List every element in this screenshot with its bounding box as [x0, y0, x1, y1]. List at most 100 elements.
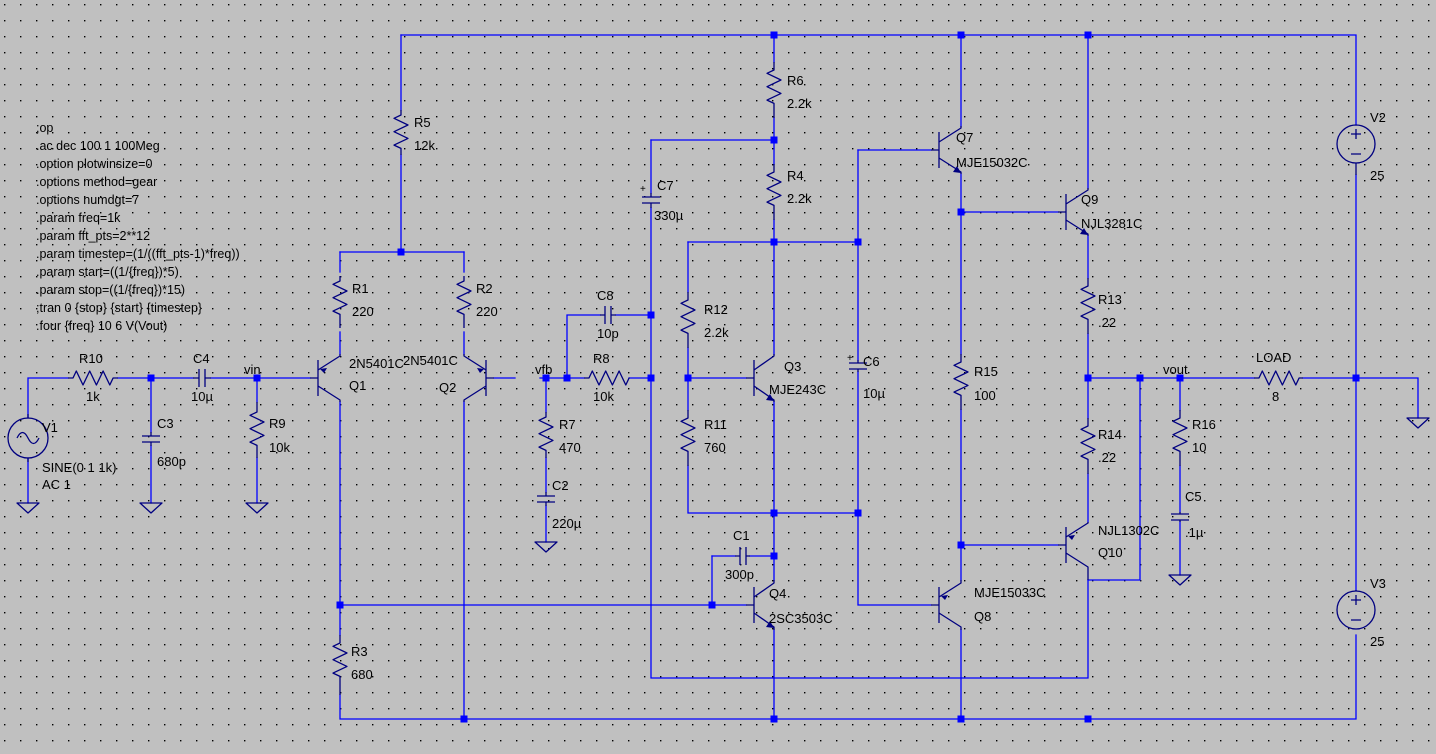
ground-icon	[1406, 417, 1430, 429]
q8-value: MJE15033C	[974, 585, 1046, 600]
component-labels: R5 12k R1 220 R2 220 R10 1k C4 10µ C3 68…	[42, 73, 1386, 682]
transistor-q9[interactable]	[1058, 188, 1089, 236]
r13-value: .22	[1098, 315, 1116, 330]
ground-icon	[1168, 574, 1192, 586]
transistor-q3[interactable]	[746, 354, 775, 402]
capacitor-c1[interactable]	[735, 547, 750, 565]
q2-value: 2N5401C	[403, 353, 458, 368]
load-value: 8	[1272, 389, 1279, 404]
resistor-r3[interactable]	[332, 635, 348, 695]
q1-ref: Q1	[349, 378, 366, 393]
capacitor-c7[interactable]: +	[640, 184, 660, 208]
resistor-load[interactable]	[1254, 370, 1303, 386]
directive-line: .param timestep=(1/((fft_pts-1)*freq))	[36, 247, 240, 261]
c6-ref: C6	[863, 354, 880, 369]
r6-value: 2.2k	[787, 96, 812, 111]
c3-ref: C3	[157, 416, 174, 431]
r4-ref: R4	[787, 168, 804, 183]
c8-ref: C8	[597, 288, 614, 303]
resistor-r1[interactable]	[332, 276, 348, 328]
voltage-source-v3[interactable]	[1336, 590, 1376, 630]
resistor-r12[interactable]	[680, 292, 696, 348]
c7-ref: C7	[657, 178, 674, 193]
resistor-r11[interactable]	[680, 410, 696, 466]
directive-line: .param fft_pts=2**12	[36, 229, 150, 243]
r13-ref: R13	[1098, 292, 1122, 307]
transistors[interactable]	[310, 126, 1089, 630]
net-label-vin: vin	[244, 362, 261, 377]
svg-text:+: +	[640, 184, 646, 195]
resistor-r5[interactable]	[393, 110, 409, 155]
capacitor-c5[interactable]	[1171, 512, 1189, 522]
voltage-source-v1[interactable]	[7, 414, 49, 462]
q2-ref: Q2	[439, 380, 456, 395]
r9-value: 10k	[269, 440, 290, 455]
q9-value: NJL3281C	[1081, 216, 1142, 231]
v1-value: SINE(0 1 1k)	[42, 460, 116, 475]
resistor-r6[interactable]	[766, 62, 782, 118]
transistor-q2[interactable]	[463, 354, 494, 402]
r15-value: 100	[974, 388, 996, 403]
r2-ref: R2	[476, 281, 493, 296]
c3-value: 680p	[157, 454, 186, 469]
resistor-r9[interactable]	[249, 402, 265, 458]
c5-ref: C5	[1185, 489, 1202, 504]
r10-value: 1k	[86, 389, 100, 404]
sources[interactable]	[7, 124, 1376, 630]
r3-value: 680	[351, 667, 373, 682]
v2-value: 25	[1370, 168, 1384, 183]
wires[interactable]	[27, 34, 1419, 720]
r2-value: 220	[476, 304, 498, 319]
resistor-r4[interactable]	[766, 164, 782, 220]
r15-ref: R15	[974, 364, 998, 379]
c4-ref: C4	[193, 351, 210, 366]
directive-line: .option plotwinsize=0	[36, 157, 152, 171]
voltage-source-v2[interactable]	[1336, 124, 1376, 175]
net-label-vfb: vfb	[535, 362, 552, 377]
transistor-q1[interactable]	[310, 354, 341, 402]
spice-directives[interactable]: ;op .ac dec 100 1 100Meg .option plotwin…	[36, 121, 240, 333]
resistor-r7[interactable]	[538, 412, 554, 458]
resistor-r2[interactable]	[456, 276, 472, 328]
c4-value: 10µ	[191, 389, 213, 404]
resistor-r15[interactable]	[953, 354, 969, 410]
ground-icon	[245, 502, 269, 514]
r4-value: 2.2k	[787, 191, 812, 206]
r11-value: 760	[704, 440, 726, 455]
directive-line: .options numdgt=7	[36, 193, 139, 207]
capacitors[interactable]: + +	[142, 184, 1189, 565]
directive-line: .param start=((1/{freq})*5)	[36, 265, 179, 279]
c8-value: 10p	[597, 326, 619, 341]
transistor-q8[interactable]	[931, 580, 962, 630]
r14-ref: R14	[1098, 427, 1122, 442]
transistor-q7[interactable]	[931, 126, 962, 174]
r11-ref: R11	[704, 417, 727, 432]
resistors[interactable]	[68, 62, 1303, 695]
r16-ref: R16	[1192, 417, 1216, 432]
transistor-q4[interactable]	[746, 580, 775, 630]
capacitor-c8[interactable]	[600, 306, 616, 324]
resistor-r13[interactable]	[1080, 278, 1096, 334]
capacitor-c6[interactable]: +	[847, 353, 867, 372]
capacitor-c3[interactable]	[142, 432, 160, 446]
resistor-r14[interactable]	[1080, 418, 1096, 474]
capacitor-c4[interactable]	[193, 369, 211, 387]
resistor-r8[interactable]	[584, 370, 630, 386]
q4-value: 2SC3503C	[769, 611, 833, 626]
q7-ref: Q7	[956, 130, 973, 145]
r12-value: 2.2k	[704, 325, 729, 340]
transistor-q10[interactable]	[1058, 522, 1089, 580]
directive-line: .param stop=((1/{freq})*15)	[36, 283, 185, 297]
load-ref: LOAD	[1256, 350, 1291, 365]
v1-value2: AC 1	[42, 477, 71, 492]
q10-ref: Q10	[1098, 545, 1123, 560]
resistor-r16[interactable]	[1172, 410, 1188, 466]
resistor-r10[interactable]	[68, 370, 118, 386]
r5-value: 12k	[414, 138, 435, 153]
directive-line: ;op	[36, 121, 53, 135]
capacitor-c2[interactable]	[537, 492, 555, 506]
q9-ref: Q9	[1081, 192, 1098, 207]
r14-value: .22	[1098, 450, 1116, 465]
directive-line: .four {freq} 10 6 V(Vout)	[36, 319, 167, 333]
